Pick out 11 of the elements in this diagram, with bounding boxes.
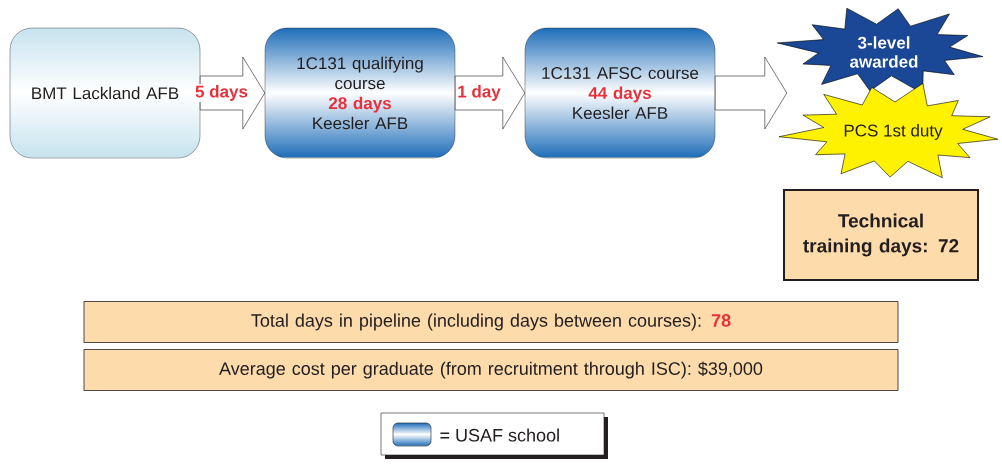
school-box: 1C131 AFSC course 44 days Keesler AFB: [524, 27, 716, 159]
edge-label: 5 days: [194, 84, 249, 102]
block-arrow: [714, 56, 788, 130]
school-box: 1C131 qualifying course 28 days Keesler AFB: [264, 27, 456, 159]
legend-box: = USAF school: [380, 412, 608, 459]
summary-bar: Total days in pipeline (including days between courses): 78: [83, 301, 899, 343]
starburst: 3-level awarded: [776, 7, 984, 94]
summary-bar: Average cost per graduate (from recruitment through ISC): $39,000: [83, 349, 899, 391]
starburst: PCS 1st duty: [778, 83, 999, 178]
summary-box: Technical training days: 72: [783, 189, 979, 281]
edge-label: 1 day: [456, 84, 502, 102]
